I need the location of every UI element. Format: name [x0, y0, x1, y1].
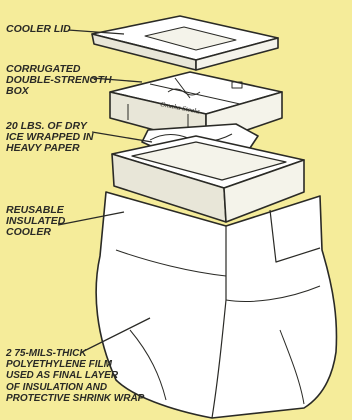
label-corrugated-box: CORRUGATED DOUBLE-STRENGTH BOX — [6, 64, 112, 97]
label-polyethylene-film: 2 75-MILS-THICK POLYETHYLENE FILM USED A… — [6, 348, 144, 404]
cooler-lid-illustration — [92, 16, 278, 70]
label-dry-ice: 20 LBS. OF DRY ICE WRAPPED IN HEAVY PAPE… — [6, 121, 94, 154]
label-insulated-cooler: REUSABLE INSULATED COOLER — [6, 205, 65, 238]
leader-line-ice — [92, 132, 152, 142]
label-cooler-lid: COOLER LID — [6, 24, 71, 35]
